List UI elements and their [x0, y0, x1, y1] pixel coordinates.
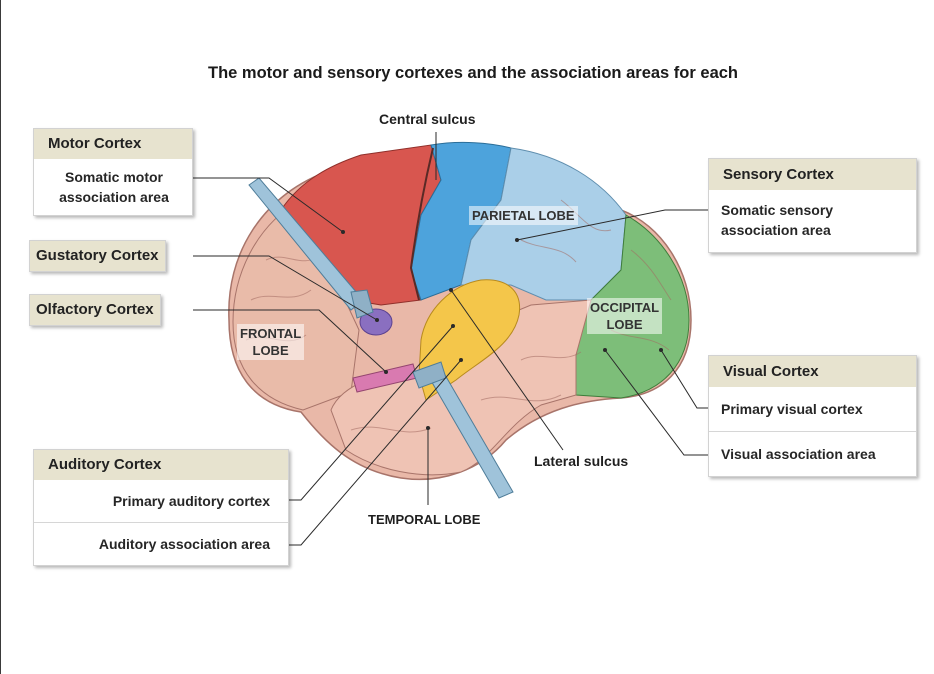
leader-lateral-sulcus — [450, 289, 564, 451]
leader-auditory-assoc — [289, 359, 462, 546]
leader-olfactory — [193, 309, 387, 373]
leader-visual-assoc — [604, 349, 709, 456]
leader-lines — [193, 132, 709, 546]
leader-auditory-primary — [289, 325, 454, 501]
leader-motor — [193, 177, 344, 233]
motor-cortex-item: Somatic motor association area — [59, 169, 169, 205]
motor-cortex-region — [280, 144, 442, 306]
motor-cortex-header: Motor Cortex — [34, 129, 192, 159]
gustatory-cortex-region — [359, 308, 393, 336]
temporal-lobe-label: TEMPORAL LOBE — [368, 512, 481, 527]
leader-visual-primary — [660, 349, 709, 409]
visual-cortex-item-primary: Primary visual cortex — [721, 401, 863, 417]
leader-gustatory — [193, 255, 378, 321]
sensory-cortex-header: Sensory Cortex — [709, 159, 916, 190]
sensory-cortex-box: Sensory Cortex Somatic sensory associati… — [708, 158, 917, 253]
diagram-title: The motor and sensory cortexes and the a… — [207, 64, 738, 82]
auditory-cortex-box: Auditory Cortex Primary auditory cortex … — [33, 449, 289, 566]
olfactory-cortex-header: Olfactory Cortex — [29, 294, 161, 326]
auditory-cortex-header: Auditory Cortex — [34, 450, 288, 480]
leader-sensory — [516, 209, 709, 241]
visual-cortex-header: Visual Cortex — [709, 356, 916, 387]
motor-cortex-box: Motor Cortex Somatic motor association a… — [33, 128, 193, 216]
occipital-lobe-label: OCCIPITAL LOBE — [587, 298, 663, 334]
central-sulcus-label: Central sulcus — [379, 111, 476, 127]
lateral-sulcus-label: Lateral sulcus — [534, 453, 629, 469]
auditory-cortex-item-association: Auditory association area — [34, 522, 288, 565]
visual-cortex-box: Visual Cortex Primary visual cortex Visu… — [708, 355, 917, 477]
central-sulcus-line — [409, 147, 434, 301]
parietal-lobe-label: PARIETAL LOBE — [469, 206, 578, 225]
auditory-cortex-region — [418, 279, 521, 401]
gustatory-cortex-header: Gustatory Cortex — [29, 240, 166, 272]
probe-tool-upper — [248, 177, 374, 319]
frontal-lobe-label: FRONTAL LOBE — [237, 324, 305, 360]
sensory-cortex-item: Somatic sensory association area — [721, 202, 834, 238]
probe-tool-lower — [412, 361, 514, 499]
visual-cortex-item-association: Visual association area — [709, 431, 916, 476]
auditory-cortex-item-primary: Primary auditory cortex — [112, 493, 270, 509]
